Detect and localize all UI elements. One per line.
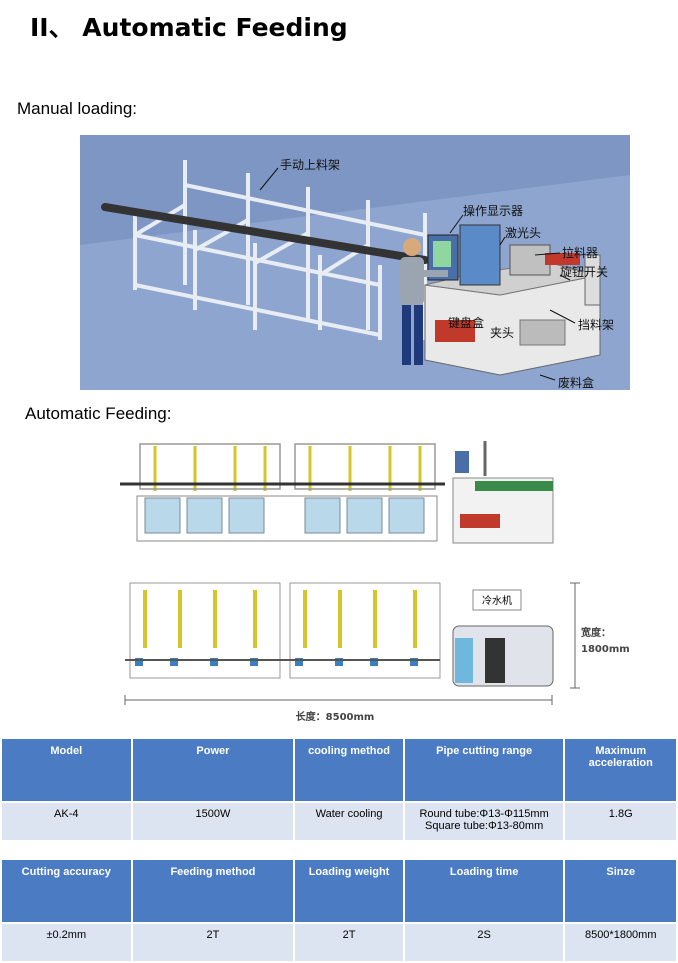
value-round-tube: Round tube:Φ13-Φ115mm xyxy=(419,808,549,820)
spec-table-1: Model Power cooling method Pipe cutting … xyxy=(0,737,678,842)
value-feeding-method: 2T xyxy=(132,924,294,961)
manual-loading-figure: 手动上料架 操作显示器 激光头 拉料器 旋钮开关 键盘盒 夹头 挡料架 废料盒 xyxy=(80,135,630,390)
value-size: 8500*1800mm xyxy=(565,924,676,961)
section-title: II、 Automatic Feeding xyxy=(30,13,348,42)
value-pipe-cutting-range: Round tube:Φ13-Φ115mm Square tube:Φ13-80… xyxy=(404,803,564,840)
automatic-feeding-label: Automatic Feeding: xyxy=(25,404,172,423)
value-power: 1500W xyxy=(132,803,294,840)
callout-puller: 拉料器 xyxy=(562,245,598,260)
header-loading-time: Loading time xyxy=(404,860,564,922)
value-loading-time: 2S xyxy=(404,924,564,961)
header-cutting-accuracy: Cutting accuracy xyxy=(2,860,131,922)
header-loading-weight: Loading weight xyxy=(295,860,403,922)
value-maximum-acceleration: 1.8G xyxy=(565,803,676,840)
callout-keyboard-box: 键盘盒 xyxy=(448,315,484,330)
value-square-tube: Square tube:Φ13-80mm xyxy=(425,820,544,832)
chiller-label: 冷水机 xyxy=(482,594,512,607)
value-cutting-accuracy: ±0.2mm xyxy=(2,924,131,961)
automatic-feeding-plan-figure: 冷水机 宽度： 1800mm 长度：8500mm xyxy=(115,578,630,723)
table-header-row: Cutting accuracy Feeding method Loading … xyxy=(2,860,676,922)
automatic-feeding-elevation-figure xyxy=(115,436,560,548)
table-row: ±0.2mm 2T 2T 2S 8500*1800mm xyxy=(2,924,676,961)
length-dimension-label: 长度：8500mm xyxy=(296,710,375,723)
spec-table-2: Cutting accuracy Feeding method Loading … xyxy=(0,858,678,963)
manual-loading-label: Manual loading: xyxy=(17,99,138,118)
width-dimension-label: 宽度： xyxy=(580,626,611,639)
callout-chuck: 夹头 xyxy=(490,326,514,340)
callout-display: 操作显示器 xyxy=(463,203,523,218)
width-dimension-value: 1800mm xyxy=(581,644,630,655)
elevation-illustration xyxy=(120,441,554,544)
plan-illustration: 冷水机 宽度： 1800mm 长度：8500mm xyxy=(124,582,630,723)
callout-laser-head: 激光头 xyxy=(505,226,541,240)
callout-manual-rack: 手动上料架 xyxy=(280,158,340,172)
table-header-row: Model Power cooling method Pipe cutting … xyxy=(2,739,676,801)
value-model: AK-4 xyxy=(2,803,131,840)
callout-knob-switch: 旋钮开关 xyxy=(560,264,608,279)
value-loading-weight: 2T xyxy=(295,924,403,961)
table-row: AK-4 1500W Water cooling Round tube:Φ13-… xyxy=(2,803,676,840)
value-cooling-method: Water cooling xyxy=(295,803,403,840)
header-power: Power xyxy=(132,739,294,801)
callout-stopper-rack: 挡料架 xyxy=(578,318,614,332)
header-maximum-acceleration: Maximum acceleration xyxy=(565,739,676,801)
manual-loading-illustration: 手动上料架 操作显示器 激光头 拉料器 旋钮开关 键盘盒 夹头 挡料架 废料盒 xyxy=(80,158,630,390)
header-cooling-method: cooling method xyxy=(295,739,403,801)
header-model: Model xyxy=(2,739,131,801)
header-size: Sinze xyxy=(565,860,676,922)
header-feeding-method: Feeding method xyxy=(132,860,294,922)
callout-waste-box: 废料盒 xyxy=(558,375,594,390)
header-pipe-cutting-range: Pipe cutting range xyxy=(404,739,564,801)
